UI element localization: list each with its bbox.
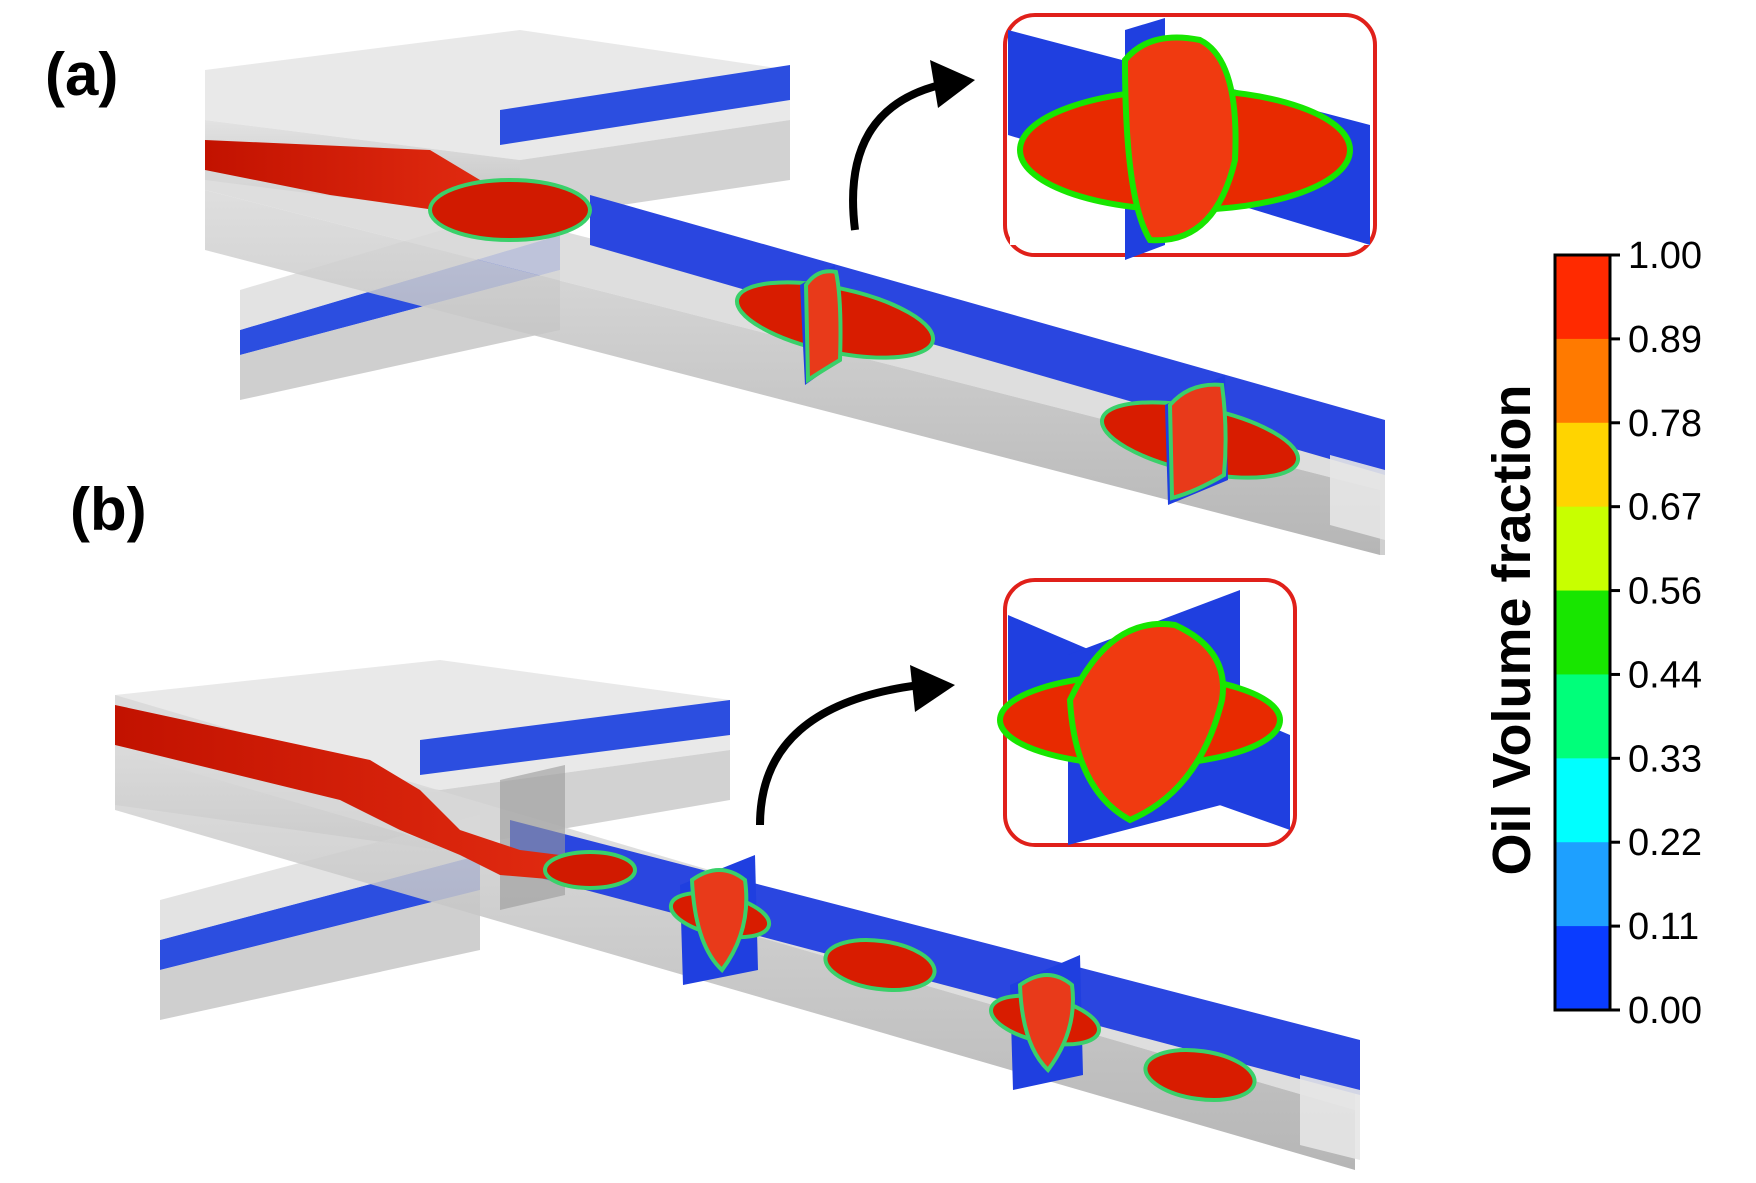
panel-b-inset (997, 578, 1297, 847)
colorbar-tick-label: 1.00 (1628, 235, 1702, 277)
panel-a-arrow (849, 60, 975, 231)
colorbar-tick-label: 0.78 (1628, 403, 1702, 445)
panel-a-droplet-2 (1099, 375, 1301, 505)
colorbar-swatch (1555, 674, 1610, 759)
panel-a-droplet-forming (428, 178, 592, 242)
panel-a-oil-inlet (205, 140, 480, 215)
panel-b-droplet-forming (543, 850, 637, 890)
colorbar-title: Oil Volume fraction (1482, 384, 1542, 875)
colorbar-swatches (1555, 255, 1610, 1011)
colorbar-tick-label: 0.89 (1628, 319, 1702, 361)
panel-a-droplet-1 (734, 265, 936, 385)
colorbar-swatch (1555, 590, 1610, 675)
panel-b-water-arm-top (420, 700, 730, 775)
panel-b-droplet-1 (668, 855, 772, 985)
panel-a: (a) (45, 13, 1385, 555)
panel-b-arrow (756, 665, 955, 826)
panel-b-oil-inlet (115, 705, 560, 880)
colorbar-tick-label: 0.44 (1628, 654, 1702, 696)
colorbar-tick-label: 0.33 (1628, 738, 1702, 780)
panel-b-droplet-2 (823, 938, 937, 992)
colorbar-swatch (1555, 506, 1610, 592)
colorbar-swatch (1555, 422, 1610, 508)
colorbar: 1.00 0.89 0.78 0.67 0.56 0.44 0.33 0.22 0.11 0.00… (1482, 235, 1702, 1032)
colorbar-tick-label: 0.00 (1628, 990, 1702, 1032)
colorbar-tick-label: 0.67 (1628, 487, 1702, 529)
colorbar-tick-label: 0.11 (1628, 906, 1699, 948)
colorbar-tick-label: 0.56 (1628, 571, 1702, 613)
panel-a-label: (a) (45, 41, 118, 108)
colorbar-frame (1553, 253, 1612, 1012)
colorbar-swatch (1555, 842, 1610, 927)
colorbar-swatch (1555, 338, 1610, 424)
colorbar-tick-label: 0.22 (1628, 822, 1702, 864)
panel-b-droplet-4 (1143, 1048, 1257, 1102)
panel-a-inset (1003, 13, 1377, 260)
colorbar-swatch (1555, 255, 1610, 340)
colorbar-swatch (1555, 758, 1610, 843)
panel-b-label: (b) (70, 476, 147, 543)
panel-b-droplet-3 (989, 955, 1101, 1090)
panel-a-water-arm-top (500, 65, 790, 145)
colorbar-ticks: 1.00 0.89 0.78 0.67 0.56 0.44 0.33 0.22 0.11 0.00 (1610, 235, 1702, 1032)
colorbar-swatch (1555, 926, 1610, 1011)
panel-b: (b) (70, 476, 1360, 1170)
